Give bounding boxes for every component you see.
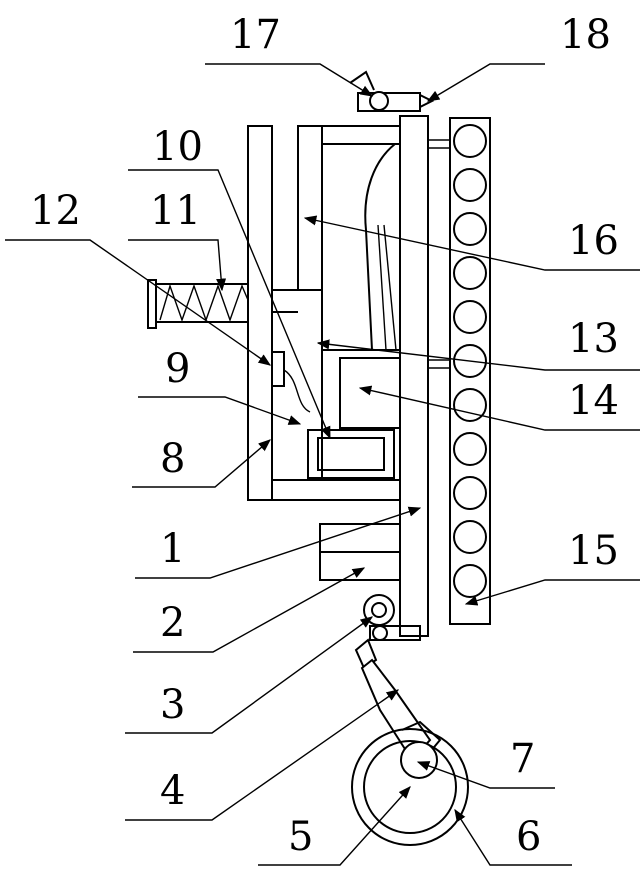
label-6: 6 — [516, 814, 541, 860]
label-1: 1 — [160, 526, 185, 572]
roller-circle — [454, 257, 486, 289]
control-box — [308, 430, 394, 478]
lower-mount — [320, 524, 420, 640]
label-10: 10 — [152, 124, 203, 170]
wheel-assembly — [352, 640, 468, 845]
roller-circle — [454, 521, 486, 553]
roller-circle — [454, 169, 486, 201]
label-18: 18 — [560, 12, 611, 58]
label-5: 5 — [288, 814, 313, 860]
label-3: 3 — [160, 682, 185, 728]
roller-circle — [454, 125, 486, 157]
label-17: 17 — [230, 12, 281, 58]
part-labels: 17 18 10 12 11 16 13 9 14 8 1 15 2 3 7 4… — [30, 12, 619, 860]
label-12: 12 — [30, 188, 81, 234]
label-9: 9 — [165, 346, 190, 392]
label-16: 16 — [568, 218, 619, 264]
label-13: 13 — [568, 316, 619, 362]
roller-circle — [454, 213, 486, 245]
label-2: 2 — [160, 600, 185, 646]
label-8: 8 — [160, 436, 185, 482]
label-7: 7 — [510, 736, 535, 782]
label-14: 14 — [568, 378, 619, 424]
main-column — [400, 116, 428, 636]
label-15: 15 — [568, 528, 619, 574]
label-4: 4 — [160, 768, 185, 814]
roller-circle — [454, 565, 486, 597]
roller-panel — [428, 118, 490, 624]
roller-circle — [454, 477, 486, 509]
upper-housing — [248, 126, 400, 500]
top-hinge — [350, 72, 432, 111]
roller-circle — [454, 433, 486, 465]
roller-circle — [454, 301, 486, 333]
label-11: 11 — [150, 188, 201, 234]
